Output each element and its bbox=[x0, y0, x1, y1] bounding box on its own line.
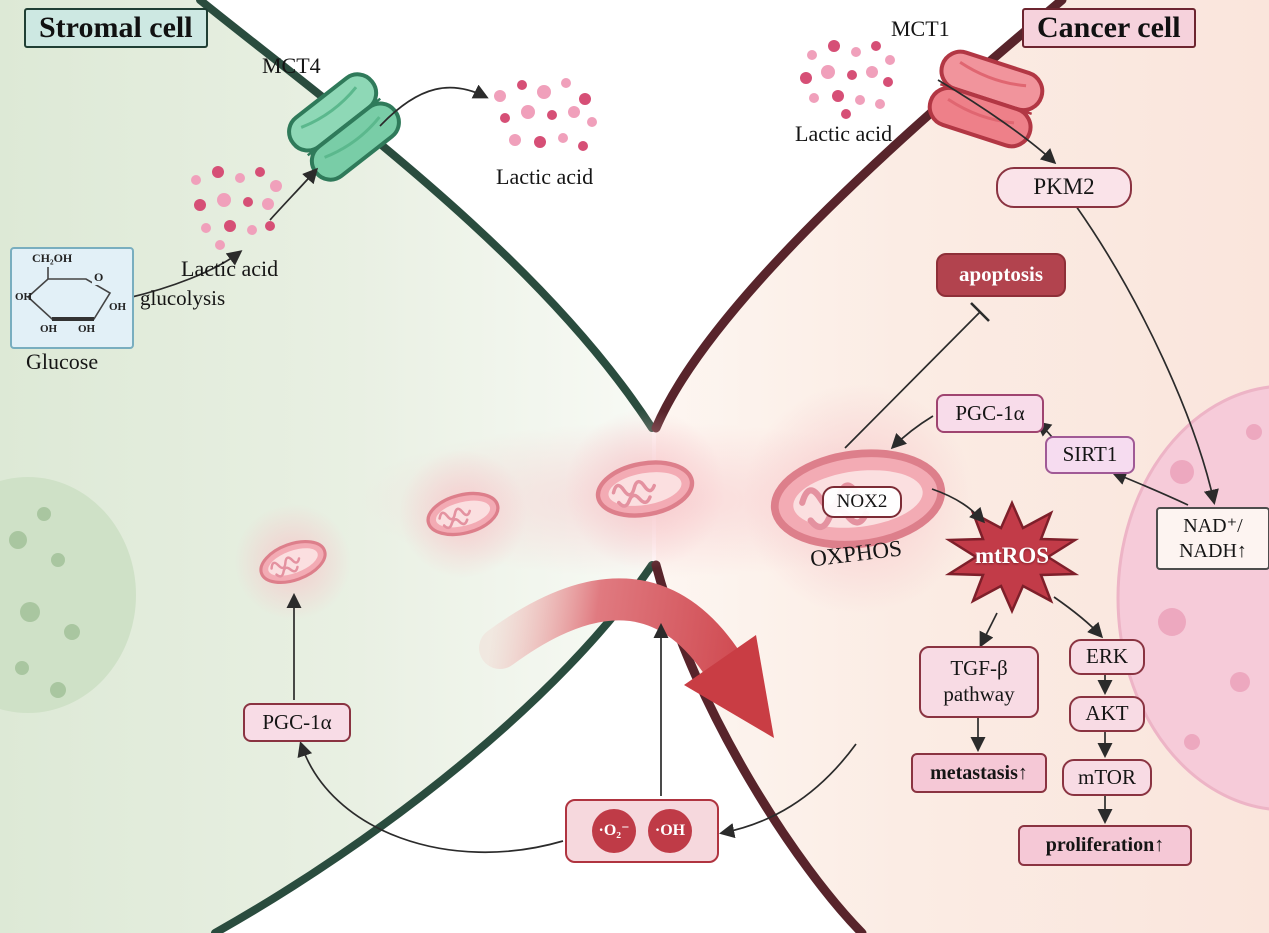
arrow-ros-to-stromal-pgc1a bbox=[297, 741, 564, 853]
neighbour-cell-green bbox=[0, 477, 136, 713]
metastasis-box: metastasis↑ bbox=[911, 753, 1047, 793]
superoxide-radical-icon: ·O₂⁻ bbox=[592, 809, 636, 853]
cancer-cell-title: Cancer cell bbox=[1022, 8, 1196, 48]
glucose-ring-o-label: O bbox=[92, 270, 106, 285]
proliferation-box: proliferation↑ bbox=[1018, 825, 1192, 866]
glucose-ch2oh-label: CH₂OH bbox=[32, 251, 73, 265]
lactic-acid-dots-extracellular-left bbox=[494, 78, 597, 151]
arrow-pkm2-to-nad bbox=[1075, 205, 1219, 505]
glucose-caption: Glucose bbox=[26, 349, 99, 374]
glucose-oh-label: OH bbox=[78, 323, 96, 335]
stromal-membrane-bottom bbox=[211, 561, 656, 933]
glucose-oh-label: OH bbox=[109, 301, 127, 313]
tgfb-line1: TGF-β bbox=[950, 656, 1008, 681]
stromal-membrane-top bbox=[196, 0, 656, 432]
arrow-lactic-to-mct4 bbox=[269, 167, 319, 221]
lactic-acid-dots-stromal bbox=[191, 166, 282, 250]
arrow-mtros-to-tgfb bbox=[979, 612, 998, 648]
arrow-mct1-import bbox=[937, 79, 1057, 165]
hydroxyl-radical-icon: ·OH bbox=[648, 809, 692, 853]
tgfb-pathway-box: TGF-β pathway bbox=[919, 646, 1039, 718]
arrow-cancer-to-ros bbox=[718, 743, 857, 839]
ros-radicals-box: ·O₂⁻ ·OH bbox=[565, 799, 719, 863]
mct4-label: MCT4 bbox=[262, 53, 321, 78]
nox2-box: NOX2 bbox=[822, 486, 902, 518]
neighbour-cell-pink bbox=[1116, 385, 1269, 811]
mtros-label: mtROS bbox=[974, 543, 1050, 568]
cancer-membrane-top bbox=[651, 0, 1067, 433]
inhibition-mito-apoptosis bbox=[844, 311, 981, 449]
mct1-channel-icon bbox=[927, 49, 1045, 149]
glucose-oh-label: OH bbox=[15, 291, 33, 303]
inhibition-bar bbox=[970, 302, 990, 322]
lactic-acid-label-extracellular-right: Lactic acid bbox=[795, 121, 893, 146]
arrow-mtros-to-erk bbox=[1053, 596, 1104, 639]
stromal-cell-title: Stromal cell bbox=[24, 8, 208, 48]
sirt1-box: SIRT1 bbox=[1045, 436, 1135, 474]
tgfb-line2: pathway bbox=[943, 682, 1015, 706]
arrow-mito-to-mtros bbox=[931, 488, 986, 524]
lactic-acid-label-extracellular-left: Lactic acid bbox=[496, 164, 594, 189]
nad-nadh-box: NAD⁺/ NADH↑ bbox=[1156, 507, 1269, 570]
pgc1a-stromal-box: PGC-1α bbox=[243, 703, 351, 742]
arrow-glucolysis bbox=[127, 250, 243, 299]
glucose-oh-label: OH bbox=[40, 323, 58, 335]
glucose-structure: CH₂OH O OH OH OH OH bbox=[10, 247, 134, 349]
mtor-box: mTOR bbox=[1062, 759, 1152, 796]
lactic-acid-dots-extracellular-right bbox=[800, 40, 895, 119]
nad-line1: NAD⁺/ bbox=[1183, 515, 1243, 538]
arrow-mct4-export bbox=[379, 84, 489, 127]
lactic-acid-label-stromal: Lactic acid bbox=[181, 256, 279, 281]
mitochondria-transfer-arrow-icon bbox=[479, 578, 774, 738]
apoptosis-box: apoptosis bbox=[936, 253, 1066, 297]
mct1-label: MCT1 bbox=[891, 16, 950, 41]
stromal-cell-body bbox=[0, 0, 652, 933]
glucolysis-label: glucolysis bbox=[140, 286, 226, 310]
akt-box: AKT bbox=[1069, 696, 1145, 732]
glucose-ring-icon bbox=[26, 267, 112, 321]
nad-line2: NADH↑ bbox=[1179, 539, 1247, 562]
erk-box: ERK bbox=[1069, 639, 1145, 675]
pgc1a-cancer-box: PGC-1α bbox=[936, 394, 1044, 433]
arrow-nad-to-sirt1 bbox=[1111, 470, 1189, 506]
mtros-starburst-icon bbox=[944, 499, 1080, 615]
pkm2-box: PKM2 bbox=[996, 167, 1132, 208]
arrow-pgc1a-to-mito bbox=[890, 415, 934, 450]
